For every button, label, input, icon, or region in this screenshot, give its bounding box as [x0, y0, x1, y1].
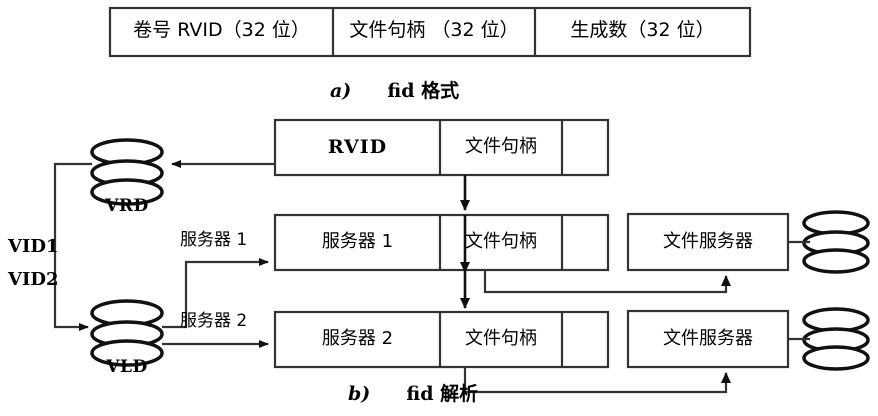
fid-cell-file-handle: 文件句柄 （32 位） [349, 19, 519, 41]
storage-disk-stack-top-icon [802, 210, 870, 274]
caption-b: b) fid 解析 [348, 385, 478, 404]
vrd-label: VRD [105, 196, 149, 216]
storage-disk-stack-bottom-icon [802, 307, 870, 371]
caption-b-text: fid 解析 [406, 383, 479, 405]
server1-row-box [273, 213, 610, 272]
connector-server2-to-fileserver-bottom [463, 367, 731, 394]
connector-server1-to-fileserver-top [483, 270, 731, 294]
connector-vrd-to-vld [53, 162, 92, 331]
vrd-disk-stack-icon [90, 138, 164, 206]
rvid-row-cell1-label: RVID [327, 136, 388, 158]
file-server-box-bottom [626, 309, 790, 369]
server2-edge-label: 服务器 2 [180, 311, 248, 331]
server2-row-box [273, 310, 610, 369]
fid-cell-rvid: 卷号 RVID（32 位） [133, 19, 310, 41]
vid2-label: VID2 [8, 269, 59, 290]
server1-row-cell2-label: 文件句柄 [465, 231, 537, 252]
server2-row-cell2-label: 文件句柄 [465, 328, 537, 349]
caption-a: a) fid 格式 [330, 82, 459, 101]
caption-b-tag: b) [348, 383, 371, 405]
rvid-row-box [273, 118, 610, 177]
server1-edge-label: 服务器 1 [180, 230, 248, 250]
file-server-top-label: 文件服务器 [663, 231, 753, 252]
server2-row-cell1-label: 服务器 2 [321, 328, 394, 349]
caption-a-text: fid 格式 [387, 80, 460, 102]
vld-label: VLD [106, 357, 148, 377]
vld-disk-stack-icon [90, 299, 164, 367]
vid1-label: VID1 [8, 236, 59, 257]
server1-row-cell1-label: 服务器 1 [321, 231, 394, 252]
file-server-bottom-label: 文件服务器 [663, 328, 753, 349]
fid-cell-generation: 生成数（32 位） [570, 19, 715, 41]
rvid-row-cell2-label: 文件句柄 [465, 136, 537, 157]
fid-format-table [108, 6, 752, 58]
caption-a-tag: a) [330, 80, 352, 102]
connector-vld-to-server1 [162, 258, 269, 329]
